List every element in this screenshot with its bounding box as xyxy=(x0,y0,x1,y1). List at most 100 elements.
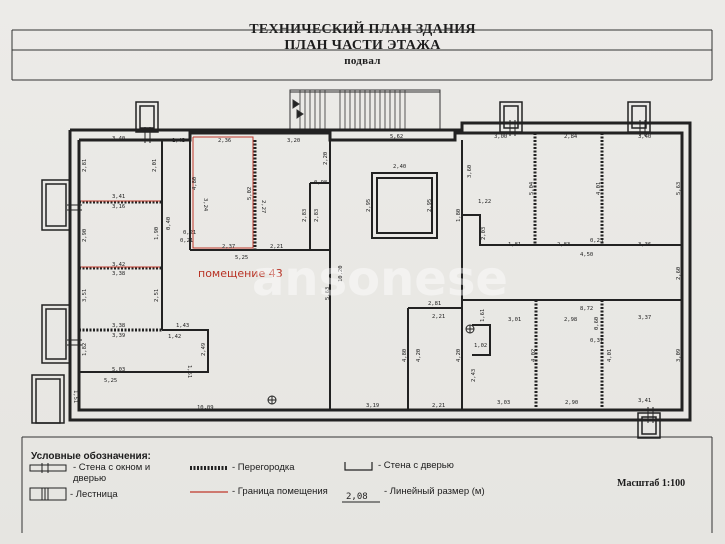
dim-label: 2,83 xyxy=(557,242,570,248)
dim-label: 4,50 xyxy=(580,252,593,258)
dim-label: 5,63 xyxy=(676,182,682,195)
dim-label: 3,03 xyxy=(497,400,510,406)
dim-label: 2,95 xyxy=(366,199,372,212)
dim-label: 3,51 xyxy=(82,289,88,302)
dim-label: 0,23 xyxy=(590,238,603,244)
dim-label: 3,01 xyxy=(508,317,521,323)
dim-label: 4,20 xyxy=(416,349,422,362)
dim-label: 3,09 xyxy=(676,349,682,362)
legend-linear-dimension: - Линейный размер (м) xyxy=(384,486,485,497)
dim-label: 10,09 xyxy=(197,405,214,411)
legend-wall-with-door: - Стена с дверью xyxy=(378,460,454,471)
plan-subtitle: ПЛАН ЧАСТИ ЭТАЖА xyxy=(284,38,441,53)
legend-stairs: - Лестница xyxy=(70,489,118,500)
dim-label: 4,02 xyxy=(531,349,537,362)
dim-label: 2,20 xyxy=(323,152,329,165)
legend-dimension-value: 2,08 xyxy=(346,492,368,502)
legend-partition: - Перегородка xyxy=(232,462,295,473)
dim-label: 3,00 xyxy=(494,134,507,140)
dim-label: 0,98 xyxy=(314,180,327,186)
dim-label: 2,84 xyxy=(564,134,578,140)
dim-label: 1,80 xyxy=(456,209,462,222)
dim-label: 1,51 xyxy=(72,390,78,403)
dim-label: 4,01 xyxy=(607,349,613,362)
dim-label: 2,81 xyxy=(82,159,88,172)
dim-label: 2,21 xyxy=(432,314,445,320)
dim-label: 0,21 xyxy=(180,238,193,244)
dim-label: 0,40 xyxy=(166,217,172,230)
legend-symbols xyxy=(29,462,380,503)
dim-label: 2,51 xyxy=(154,289,160,302)
dim-label: 10,20 xyxy=(338,265,344,282)
dim-label: 2,43 xyxy=(471,369,477,382)
interior-walls xyxy=(79,133,682,410)
partitions xyxy=(79,133,604,410)
dim-label: 3,41 xyxy=(638,398,651,404)
dim-label: 2,49 xyxy=(201,343,207,356)
dim-label: 3,42 xyxy=(112,262,125,268)
dim-label: 1,43 xyxy=(172,138,185,144)
dim-label: 3,40 xyxy=(112,136,125,142)
dim-label: 5,25 xyxy=(104,378,117,384)
dim-label: 3,37 xyxy=(638,315,651,321)
wall-with-door-symbol xyxy=(344,462,373,471)
stairs xyxy=(289,89,441,131)
dim-label: 4,80 xyxy=(192,177,198,190)
dim-label: 1,82 xyxy=(82,343,88,356)
dim-label: 8,72 xyxy=(580,306,593,312)
legend-title: Условные обозначения: xyxy=(31,451,151,462)
dim-label: 2,60 xyxy=(676,267,682,280)
dim-label: 3,40 xyxy=(638,134,651,140)
dim-label: 5,63 xyxy=(325,287,331,300)
dim-label: 3,38 xyxy=(112,271,125,277)
dim-label: 2,01 xyxy=(152,159,158,172)
legend-wall-window-door: - Стена с окном и дверью xyxy=(73,462,151,484)
dim-label: 4,20 xyxy=(456,349,462,362)
dim-label: 0,60 xyxy=(594,317,600,330)
dim-label: 2,90 xyxy=(565,400,578,406)
dim-label: 3,38 xyxy=(112,323,125,329)
dim-label: 5,04 xyxy=(529,181,535,195)
dim-label: 2,27 xyxy=(260,200,266,213)
dim-label: 5,02 xyxy=(247,187,253,200)
room-boundaries xyxy=(81,136,254,268)
watermark: ansonese xyxy=(252,251,508,307)
room-label: помещение 43 xyxy=(198,267,283,280)
dim-label: 5,62 xyxy=(390,134,403,140)
dim-label: 2,95 xyxy=(427,199,433,212)
dim-label: 1,51 xyxy=(186,365,192,378)
dim-label: 2,81 xyxy=(428,301,441,307)
dim-label: 3,60 xyxy=(467,165,473,178)
dim-label: 2,40 xyxy=(393,164,406,170)
dim-label: 2,21 xyxy=(270,244,283,250)
dim-label: 3,39 xyxy=(112,333,125,339)
dim-label: 0,21 xyxy=(183,230,196,236)
dim-label: 3,24 xyxy=(202,198,208,212)
dim-label: 4,01 xyxy=(596,182,602,195)
dim-label: 3,20 xyxy=(287,138,300,144)
dim-label: 2,03 xyxy=(481,227,487,240)
floor-label: подвал xyxy=(344,55,381,67)
dim-label: 2,90 xyxy=(82,229,88,242)
dim-label: 1,61 xyxy=(480,309,486,322)
survey-markers xyxy=(267,324,475,405)
dim-label: 2,98 xyxy=(564,317,577,323)
dim-label: 3,16 xyxy=(112,204,125,210)
dim-label: 2,36 xyxy=(218,138,231,144)
dim-label: 2,37 xyxy=(222,244,235,250)
dim-label: 1,81 xyxy=(508,242,521,248)
sheet-frame xyxy=(11,29,713,533)
dim-label: 2,83 xyxy=(314,209,320,222)
dim-label: 2,21 xyxy=(432,403,445,409)
dim-label: 2,83 xyxy=(302,209,308,222)
dimension-labels: 3,40 1,43 2,36 3,20 5,62 3,00 2,84 3,40 … xyxy=(72,134,682,411)
dim-label: 1,42 xyxy=(168,334,181,340)
dim-label: 3,36 xyxy=(638,242,651,248)
dim-label: 3,19 xyxy=(366,403,379,409)
legend-room-boundary: - Граница помещения xyxy=(232,486,328,497)
dim-label: 1,90 xyxy=(154,227,160,240)
dim-label: 1,22 xyxy=(478,199,491,205)
dim-label: 5,03 xyxy=(112,367,125,373)
